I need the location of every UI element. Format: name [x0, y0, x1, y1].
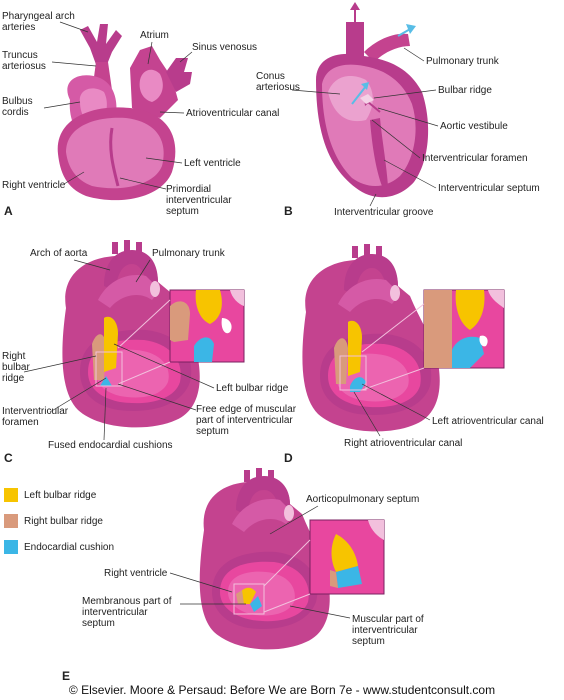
label-iv-groove: Interventricular groove	[334, 207, 434, 218]
leader-right-ventricle-e	[169, 572, 233, 593]
leader-left-av-canal	[361, 383, 431, 421]
leader-iv-foramen-b	[371, 119, 421, 159]
leader-aorticopulmonary	[269, 505, 319, 535]
label-fused-cushions: Fused endocardial cushions	[48, 440, 173, 451]
leader-right-bulbar-c	[23, 355, 97, 373]
panel-c-inset	[169, 289, 245, 363]
leader-av-canal-a	[159, 111, 185, 114]
panel-c-heart	[62, 240, 245, 428]
panel-a-letter: A	[4, 204, 13, 218]
legend-swatch-right-bulbar	[4, 514, 18, 528]
leader-fused-cushions	[103, 387, 107, 441]
leader-pulmonary-b	[403, 47, 425, 62]
leader-pulmonary-c	[135, 259, 151, 283]
label-left-ventricle: Left ventricle	[184, 158, 241, 169]
leader-left-bulbar-c	[113, 343, 215, 389]
panel-e-inset	[309, 519, 385, 595]
panel-c-letter: C	[4, 451, 13, 465]
legend-item-endocardial-cushion: Endocardial cushion	[4, 534, 114, 560]
legend-item-left-bulbar-ridge: Left bulbar ridge	[4, 482, 114, 508]
legend-label-left-bulbar: Left bulbar ridge	[24, 489, 97, 501]
legend-label-right-bulbar: Right bulbar ridge	[24, 515, 103, 527]
leader-iv-foramen-c	[49, 377, 107, 413]
leader-atrium	[147, 41, 153, 65]
leader-left-ventricle	[145, 157, 183, 164]
label-aortic-vestibule: Aortic vestibule	[440, 121, 508, 132]
leader-muscular	[289, 605, 351, 619]
leader-aortic-vestibule	[377, 107, 439, 127]
label-iv-foramen-b: Interventricular foramen	[422, 153, 528, 164]
leader-sinus	[179, 51, 193, 63]
label-iv-septum-b: Interventricular septum	[438, 183, 540, 194]
legend-swatch-endocardial	[4, 540, 18, 554]
leader-pharyngeal	[59, 21, 89, 33]
panel-d-letter: D	[284, 451, 293, 465]
label-right-ventricle-e: Right ventricle	[104, 568, 168, 579]
label-bulbar-ridge: Bulbar ridge	[438, 85, 492, 96]
label-left-bulbar-ridge-c: Left bulbar ridge	[216, 383, 289, 394]
label-atrium: Atrium	[140, 30, 169, 41]
panel-e-letter: E	[62, 669, 70, 683]
leader-iv-groove	[369, 193, 377, 207]
copyright-notice: © Elsevier. Moore & Persaud: Before We a…	[68, 683, 496, 697]
leader-bulbar-ridge	[373, 89, 437, 99]
label-aorticopulmonary-septum: Aorticopulmonary septum	[306, 494, 419, 505]
leader-free-edge	[117, 383, 197, 411]
legend-swatch-left-bulbar	[4, 488, 18, 502]
label-right-av-canal: Right atrioventricular canal	[344, 438, 462, 449]
panel-b-letter: B	[284, 204, 293, 218]
leader-conus	[291, 89, 341, 95]
legend-label-endocardial: Endocardial cushion	[24, 541, 115, 553]
label-arch-of-aorta: Arch of aorta	[30, 248, 88, 259]
panel-d-heart	[302, 244, 505, 432]
leader-iv-septum-b	[383, 159, 437, 189]
panel-d: D Left atrioventricular canal Right atri…	[284, 244, 544, 465]
label-left-av-canal: Left atrioventricular canal	[432, 416, 544, 427]
legend-item-right-bulbar-ridge: Right bulbar ridge	[4, 508, 114, 534]
leader-truncus	[51, 61, 97, 67]
panel-a-heart	[57, 24, 192, 201]
label-pulmonary-trunk-b: Pulmonary trunk	[426, 56, 500, 67]
leader-arch-aorta	[73, 259, 111, 271]
legend: Left bulbar ridge Right bulbar ridge End…	[4, 482, 114, 560]
leader-primordial	[119, 177, 167, 190]
panel-d-inset	[423, 289, 505, 369]
leader-right-ventricle-a	[63, 171, 85, 185]
leader-bulbus	[43, 101, 81, 109]
panel-b-heart	[316, 2, 429, 198]
label-right-ventricle-a: Right ventricle	[2, 180, 66, 191]
panel-e: E Aorticopulmonary septum Right ventricl…	[62, 468, 424, 683]
label-sinus-venosus: Sinus venosus	[192, 42, 257, 53]
label-pulmonary-trunk-c: Pulmonary trunk	[152, 248, 226, 259]
label-av-canal-a: Atrioventricular canal	[186, 108, 279, 119]
leader-right-av-canal	[353, 391, 381, 437]
